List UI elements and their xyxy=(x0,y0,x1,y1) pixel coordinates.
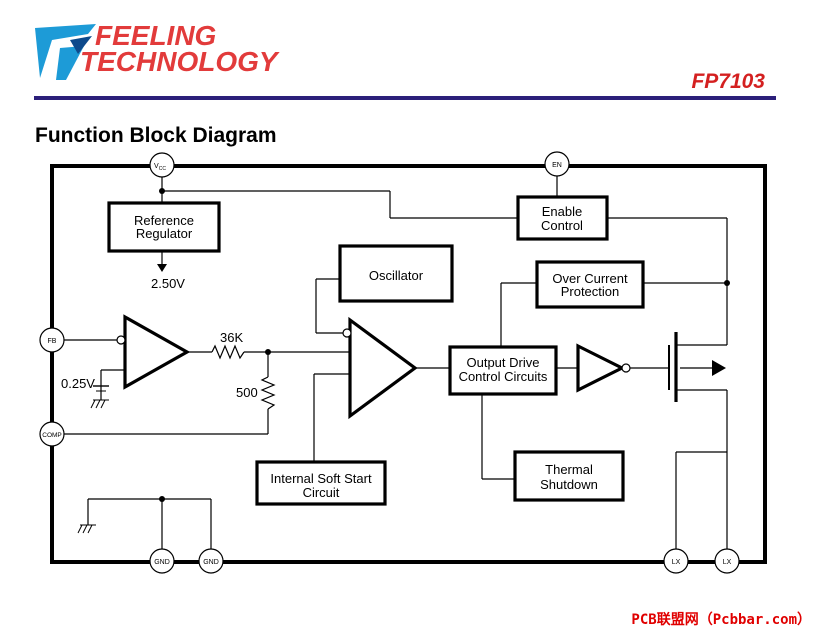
pin-lx-1 xyxy=(663,548,689,574)
inverter-bubble xyxy=(621,363,631,373)
pin-lx-1-label: LX xyxy=(672,559,681,566)
ground-symbol-2 xyxy=(77,524,96,534)
brand-line-2: TECHNOLOGY xyxy=(80,46,278,77)
soft-start-block xyxy=(255,460,387,506)
ground-symbol-1 xyxy=(90,399,109,409)
oscillator-label: Oscillator xyxy=(369,268,424,283)
pin-gnd-2 xyxy=(198,548,224,574)
pin-lx-2-label: LX xyxy=(723,559,732,566)
output-drive-block xyxy=(448,345,558,396)
r1-label: 36K xyxy=(220,330,243,345)
comparator-bubble xyxy=(342,328,352,338)
resistor-36k xyxy=(211,344,245,360)
logo-mark xyxy=(35,24,96,80)
pin-vcc xyxy=(149,152,175,178)
over-current-label-1: Over Current xyxy=(552,271,628,286)
over-current-block xyxy=(535,260,645,309)
vref-arrow xyxy=(157,264,167,272)
vref-label: 2.50V xyxy=(151,276,185,291)
soft-start-label-2: Circuit xyxy=(303,485,340,500)
chip-outline xyxy=(50,164,767,564)
v025-label: 0.25V xyxy=(61,376,95,391)
reference-regulator-label-2: Regulator xyxy=(136,226,193,241)
output-drive-label-2: Control Circuits xyxy=(459,369,548,384)
enable-control-label-1: Enable xyxy=(542,204,582,219)
enable-control-label-2: Control xyxy=(541,218,583,233)
error-amp-inverting-bubble xyxy=(116,335,126,345)
pin-en xyxy=(544,151,570,177)
part-number: FP7103 xyxy=(691,70,765,93)
enable-control-block xyxy=(516,195,609,241)
pin-comp xyxy=(39,421,65,447)
thermal-label-2: Shutdown xyxy=(540,477,598,492)
error-amplifier xyxy=(123,314,191,390)
output-drive-label-1: Output Drive xyxy=(467,355,540,370)
pin-gnd-2-label: GND xyxy=(203,559,219,566)
pin-vcc-label: VCC xyxy=(154,163,166,172)
header-rule xyxy=(34,96,776,100)
pin-fb xyxy=(39,327,65,353)
thermal-label-1: Thermal xyxy=(545,462,593,477)
over-current-label-2: Protection xyxy=(561,284,620,299)
page-title: Function Block Diagram xyxy=(35,124,277,147)
resistor-500 xyxy=(260,376,276,410)
soft-start-label-1: Internal Soft Start xyxy=(270,471,372,486)
pin-gnd-1 xyxy=(149,548,175,574)
r2-label: 500 xyxy=(236,385,258,400)
pin-lx-2 xyxy=(714,548,740,574)
thermal-block xyxy=(513,450,625,502)
pwm-comparator xyxy=(348,316,418,420)
reference-battery xyxy=(93,385,109,392)
reference-regulator-block xyxy=(107,201,221,253)
oscillator-block xyxy=(338,244,454,303)
pin-gnd-1-label: GND xyxy=(154,559,170,566)
power-mosfet xyxy=(668,332,726,402)
pin-fb-label: FB xyxy=(48,338,57,345)
brand-line-1: FEELING xyxy=(95,20,217,51)
reference-regulator-label-1: Reference xyxy=(134,213,194,228)
watermark: PCB联盟网（Pcbbar.com） xyxy=(631,612,811,628)
pin-comp-label: COMP xyxy=(42,432,62,439)
pin-en-label: EN xyxy=(552,162,562,169)
gate-driver-inverter xyxy=(576,343,626,393)
